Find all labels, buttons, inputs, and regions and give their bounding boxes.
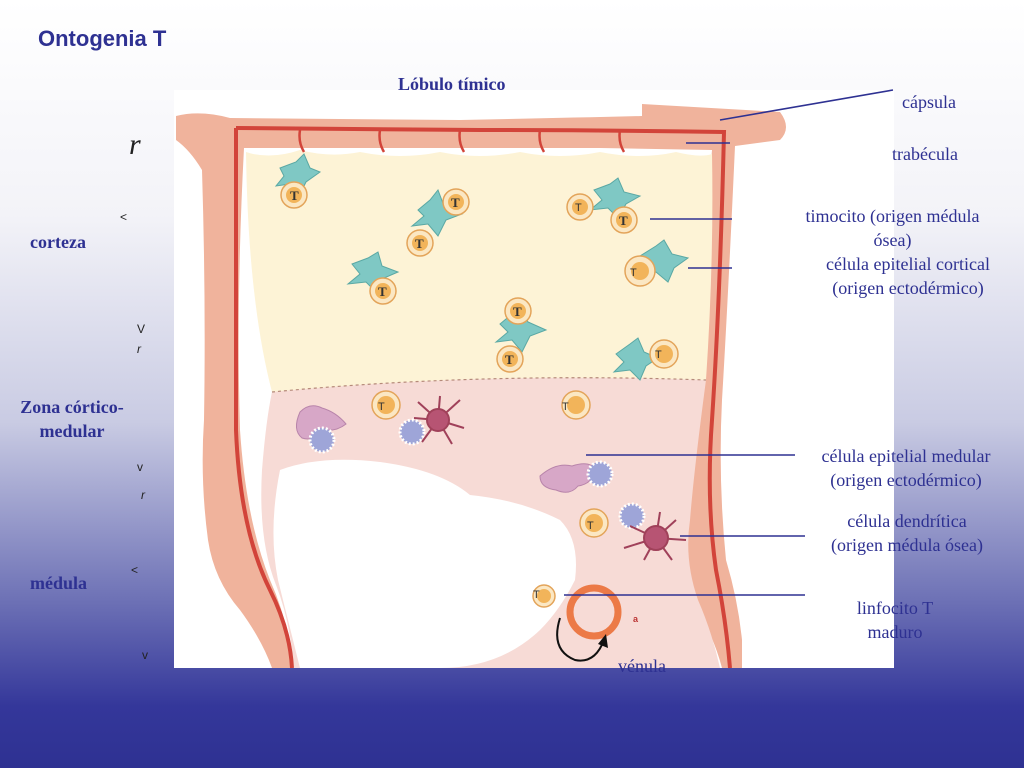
pointer-lines <box>564 89 894 596</box>
blue-cell-cluster <box>308 418 646 530</box>
svg-text:T: T <box>378 284 387 299</box>
thymocyte: T <box>442 188 470 216</box>
capsule-label: cápsula <box>902 92 956 112</box>
arrowhead <box>598 634 608 648</box>
thymocyte: T <box>406 229 434 257</box>
thymocyte: T <box>649 339 679 369</box>
stray-mark: v <box>142 648 148 662</box>
stray-mark: a <box>633 614 639 624</box>
thymocyte: T <box>496 345 524 373</box>
corticomedullary-zone-label: Zona córtico- medular <box>10 395 134 443</box>
slide-title: Ontogenia T <box>38 26 167 51</box>
stray-mark: < <box>120 210 128 224</box>
corticomedullary-zone-line1: Zona córtico- <box>20 397 124 417</box>
stray-mark: r <box>141 488 145 502</box>
thymic-lobule-label: Lóbulo tímico <box>398 74 506 94</box>
cortex-label: corteza <box>30 232 86 252</box>
cortical-epithelial-label-line2: (origen ectodérmico) <box>832 278 984 298</box>
cortical-epithelial-cell <box>410 189 464 237</box>
mature-t-lymphocyte-label: linfocito T maduro <box>830 596 960 644</box>
svg-text:T: T <box>513 304 522 319</box>
svg-text:T: T <box>505 352 514 367</box>
svg-text:T: T <box>415 236 424 251</box>
trabecula-line <box>298 129 626 153</box>
mature-t-lymphocyte: T <box>532 584 556 608</box>
stray-mark: < <box>131 563 139 577</box>
medullary-epithelial-label-line1: célula epitelial medular <box>821 446 991 466</box>
svg-text:T: T <box>290 188 299 203</box>
trabecula-line <box>235 126 732 669</box>
migration-arrow <box>556 617 605 662</box>
thymocyte-label-line2: ósea) <box>873 230 912 250</box>
svg-text:T: T <box>655 349 662 361</box>
medullary-epithelial-cell <box>539 463 597 493</box>
mature-t-lymphocyte-label-line2: maduro <box>867 622 923 642</box>
svg-text:T: T <box>562 401 569 413</box>
cortical-epithelial-cell <box>612 337 660 381</box>
cortico-medullary-boundary <box>271 377 707 393</box>
thymocyte-label-line1: timocito (origen médula <box>805 206 980 226</box>
venule <box>566 584 622 640</box>
medullary-epithelial-label: célula epitelial medular (origen ectodér… <box>806 444 1006 492</box>
thymocyte-group: T T T T T T T T T T T T T T <box>280 181 679 608</box>
corticomedullary-zone-line2: medular <box>39 421 105 441</box>
stray-mark: v <box>137 460 143 474</box>
dendritic-cell-label-line1: célula dendrítica <box>847 511 967 531</box>
thymocyte: T <box>504 297 532 325</box>
thymocyte: T <box>579 508 609 538</box>
cortical-epithelial-cell <box>588 177 642 219</box>
dendritic-cell-label-line2: (origen médula ósea) <box>831 535 983 555</box>
medullary-epithelial-cell <box>296 405 347 440</box>
thymocyte: T <box>371 390 401 420</box>
mature-t-lymphocyte-label-line1: linfocito T <box>856 598 934 618</box>
svg-text:T: T <box>575 202 582 214</box>
svg-text:T: T <box>630 267 637 279</box>
thymocyte: T <box>369 277 397 305</box>
svg-text:T: T <box>587 520 594 532</box>
svg-text:T: T <box>451 195 460 210</box>
svg-text:T: T <box>533 589 540 601</box>
trabecula-label: trabécula <box>892 144 958 164</box>
medulla-label: médula <box>30 573 88 593</box>
medulla-white-area <box>273 459 576 668</box>
dendritic-cell <box>413 395 465 445</box>
venule-label: vénula <box>618 656 666 676</box>
trabecula-line <box>233 128 294 669</box>
stray-mark: V <box>137 322 146 336</box>
svg-text:T: T <box>378 401 385 413</box>
cortex <box>246 150 713 392</box>
thymocyte: T <box>610 206 638 234</box>
dendritic-cell <box>623 511 687 561</box>
cortical-epithelial-label: célula epitelial cortical (origen ectodé… <box>808 252 1008 300</box>
dendritic-cell-label: célula dendrítica (origen médula ósea) <box>810 509 1004 557</box>
thymocyte: T <box>280 181 308 209</box>
stray-mark-r: r <box>129 128 141 161</box>
medullary-epithelial-label-line2: (origen ectodérmico) <box>830 470 982 490</box>
thymocyte: T <box>561 390 591 420</box>
stray-mark: r <box>137 342 141 356</box>
thymocyte: T <box>624 255 656 287</box>
svg-text:T: T <box>619 213 628 228</box>
cortical-epithelial-label-line1: célula epitelial cortical <box>826 254 990 274</box>
thymocyte-label: timocito (origen médula ósea) <box>790 204 995 252</box>
thymocyte: T <box>566 193 594 221</box>
